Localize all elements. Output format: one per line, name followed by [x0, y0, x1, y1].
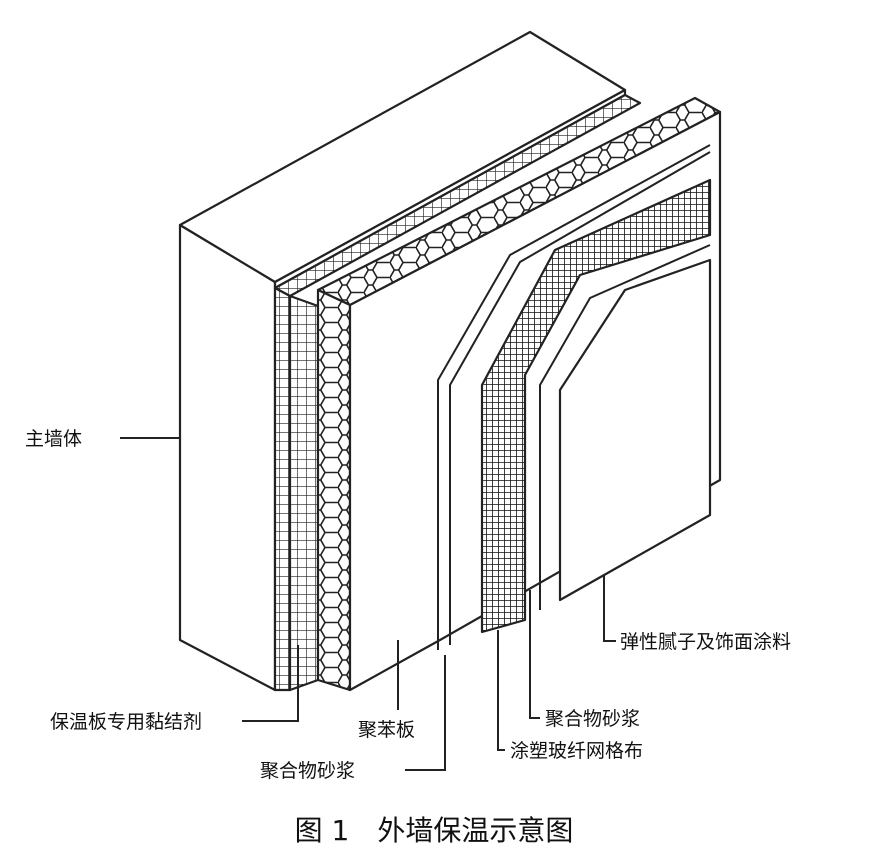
mesh-layer [480, 178, 712, 634]
figure-caption: 图 1 外墙保温示意图 [295, 814, 574, 847]
inner-mortar-layer [437, 144, 711, 650]
leader-mesh [497, 630, 505, 751]
label-eps-board: 聚苯板 [358, 719, 415, 741]
label-adhesive: 保温板专用黏结剂 [50, 711, 202, 733]
leader-lines [120, 437, 616, 771]
label-main-wall: 主墙体 [25, 428, 82, 450]
outer-mortar-layer [539, 244, 711, 610]
leader-adhesive [242, 645, 299, 722]
leader-mortar-inner [405, 655, 446, 771]
leader-finish [603, 575, 616, 642]
label-mortar-outer: 聚合物砂浆 [545, 708, 640, 730]
label-finish: 弹性腻子及饰面涂料 [620, 631, 791, 653]
finish-layer [558, 258, 712, 602]
label-mortar-inner: 聚合物砂浆 [260, 760, 355, 782]
label-mesh: 涂塑玻纤网格布 [510, 740, 643, 762]
leader-mortar-outer [529, 590, 540, 719]
